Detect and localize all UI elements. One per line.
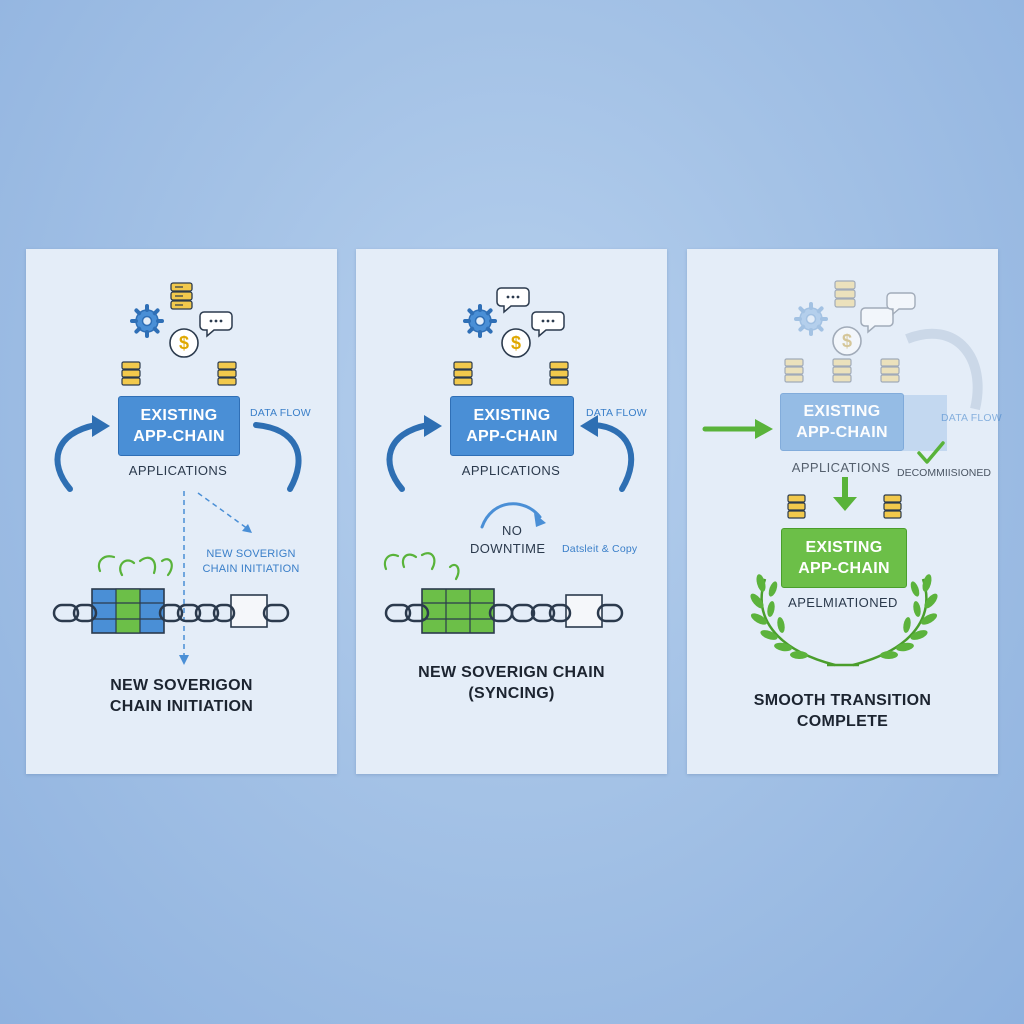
database-icon [217, 361, 237, 386]
panel-transition-complete: $ [687, 249, 1002, 774]
panel-title: SMOOTH TRANSITION COMPLETE [687, 690, 998, 732]
data-flow-label: DATA FLOW [586, 407, 647, 419]
database-icon [453, 361, 473, 386]
checkmark-icon [917, 441, 945, 464]
panel-2-graphics: $ [383, 287, 635, 634]
new-box-caption: APELMIATIONED [788, 595, 898, 610]
panel-chain-initiation: $ [26, 249, 337, 774]
chat-icon [199, 311, 233, 338]
database-icon [549, 361, 569, 386]
left-arrow-head [92, 415, 110, 437]
right-curved-arrow [253, 422, 302, 492]
title-line-2: (SYNCING) [468, 685, 555, 702]
database-icon [170, 282, 193, 310]
data-flow-label: DATA FLOW [941, 412, 1002, 424]
right-curved-arrow [591, 422, 635, 492]
chain-icon [52, 588, 290, 634]
box-line-2: APP-CHAIN [466, 428, 558, 445]
database-icon [787, 494, 806, 519]
title-line-2: COMPLETE [796, 713, 889, 730]
applications-caption: APPLICATIONS [791, 460, 891, 475]
annotation-line-1: NEW SOVERIGN [206, 548, 296, 560]
sync-curve-arrow [480, 502, 542, 529]
chain-icon [384, 588, 624, 634]
applications-caption: APPLICATIONS [128, 463, 228, 478]
left-curved-arrow [54, 422, 99, 492]
box-line-2: APP-CHAIN [133, 428, 225, 445]
title-line-1: NEW SOVERIGN CHAIN [418, 664, 605, 681]
title-line-2: CHAIN INITIATION [109, 698, 254, 715]
panel-3-graphics: $ [702, 280, 983, 667]
no-label: NO [502, 523, 523, 538]
new-app-chain-box: EXISTING APP-CHAIN [781, 528, 907, 588]
database-icon [121, 361, 141, 386]
decommissioned-label: DECOMMIISIONED [897, 467, 991, 479]
dollar-icon: $ [501, 328, 531, 358]
gear-icon [794, 302, 828, 336]
existing-app-chain-box: EXISTING APP-CHAIN [118, 396, 240, 456]
copy-label: Datsleit & Copy [562, 543, 638, 555]
database-icon [834, 280, 856, 308]
sync-arrows [383, 552, 460, 581]
database-icon [883, 494, 902, 519]
database-icon [784, 358, 804, 383]
panel-1-graphics: $ [52, 282, 302, 665]
panel-syncing: $ [356, 249, 667, 774]
database-icon [832, 358, 852, 383]
box-line-1: EXISTING [803, 403, 881, 420]
existing-app-chain-box: EXISTING APP-CHAIN [450, 396, 574, 456]
gear-icon [463, 304, 497, 338]
gear-icon [130, 304, 164, 338]
laurel-icon [750, 574, 938, 667]
chat-icon [860, 307, 894, 334]
chat-icon [886, 292, 916, 316]
title-line-1: NEW SOVERIGON [110, 677, 253, 694]
svg-text:$: $ [511, 333, 521, 353]
ghost-arc [905, 328, 983, 411]
dashed-arrow-head [179, 655, 189, 665]
dollar-icon: $ [169, 328, 199, 358]
new-box-line-1: EXISTING [805, 539, 883, 556]
svg-text:$: $ [842, 331, 852, 351]
sync-arrows [97, 555, 173, 577]
box-line-1: EXISTING [140, 407, 218, 424]
left-curved-arrow [386, 422, 431, 492]
svg-text:$: $ [179, 333, 189, 353]
dashed-flow-diagonal [197, 492, 249, 530]
chat-icon [531, 311, 565, 338]
title-line-1: SMOOTH TRANSITION [753, 692, 932, 709]
panel-title: NEW SOVERIGN CHAIN (SYNCING) [356, 662, 667, 704]
database-icon [880, 358, 900, 383]
panel-title: NEW SOVERIGON CHAIN INITIATION [26, 675, 337, 717]
ghost-box [903, 395, 947, 451]
chat-icon [496, 287, 530, 314]
data-flow-label: DATA FLOW [250, 407, 311, 419]
downtime-label: DOWNTIME [470, 541, 546, 556]
box-line-1: EXISTING [473, 407, 551, 424]
existing-app-chain-box-faded: EXISTING APP-CHAIN [780, 393, 904, 451]
box-line-2: APP-CHAIN [796, 424, 888, 441]
dollar-icon: $ [832, 326, 862, 356]
annotation-line-2: CHAIN INITIATION [202, 563, 300, 575]
new-box-line-2: APP-CHAIN [798, 560, 890, 577]
applications-caption: APPLICATIONS [461, 463, 561, 478]
new-chain-annotation: NEW SOVERIGN CHAIN INITIATION [186, 547, 316, 577]
